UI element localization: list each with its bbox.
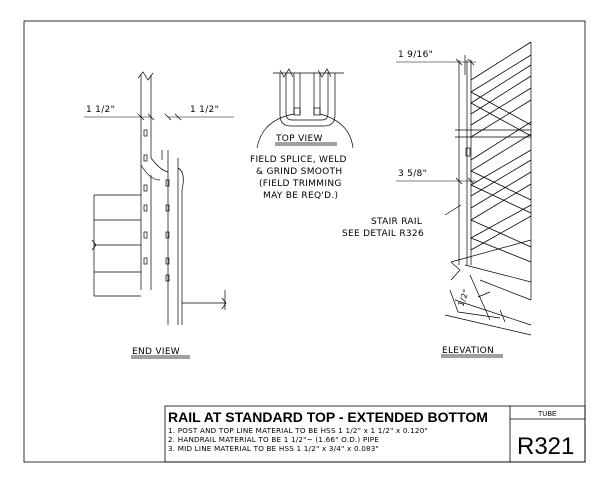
elevation-dim-top: 1 9/16" [398, 50, 433, 60]
top-view-title: TOP VIEW [275, 134, 323, 144]
elevation-view [396, 41, 532, 358]
svg-text:(FIELD TRIMMING: (FIELD TRIMMING [259, 179, 342, 189]
detail-code: R321 [517, 433, 574, 460]
title-block-title: RAIL AT STANDARD TOP - EXTENDED BOTTOM [168, 409, 488, 425]
svg-text:FIELD SPLICE, WELD: FIELD SPLICE, WELD [250, 155, 347, 165]
svg-text:SEE DETAIL R326: SEE DETAIL R326 [342, 229, 424, 239]
note-1: 1. POST AND TOP LINE MATERIAL TO BE HSS … [168, 426, 428, 435]
stair-rail-note: STAIR RAIL SEE DETAIL R326 [342, 217, 424, 239]
svg-text:MAY BE REQ'D.): MAY BE REQ'D.) [263, 191, 338, 201]
elevation-dim-mid: 3 5/8" [398, 169, 427, 179]
end-view [84, 71, 234, 359]
note-3: 3. MID LINE MATERIAL TO BE HSS 1 1/2" x … [168, 444, 379, 453]
title-block [164, 405, 586, 463]
svg-text:STAIR RAIL: STAIR RAIL [371, 217, 422, 227]
svg-text:& GRIND SMOOTH: & GRIND SMOOTH [256, 167, 342, 177]
top-view [256, 68, 354, 149]
category-label: TUBE [538, 411, 557, 418]
title-block-notes: 1. POST AND TOP LINE MATERIAL TO BE HSS … [168, 426, 428, 453]
field-splice-note: FIELD SPLICE, WELD & GRIND SMOOTH (FIELD… [250, 155, 347, 201]
end-view-dim-right: 1 1/2" [190, 105, 219, 115]
note-2: 2. HANDRAIL MATERIAL TO BE 1 1/2"~ (1.66… [168, 435, 379, 444]
sheet-border [23, 20, 586, 463]
elevation-title: ELEVATION [442, 346, 494, 356]
end-view-dim-left: 1 1/2" [86, 105, 115, 115]
end-view-title: END VIEW [132, 347, 180, 357]
